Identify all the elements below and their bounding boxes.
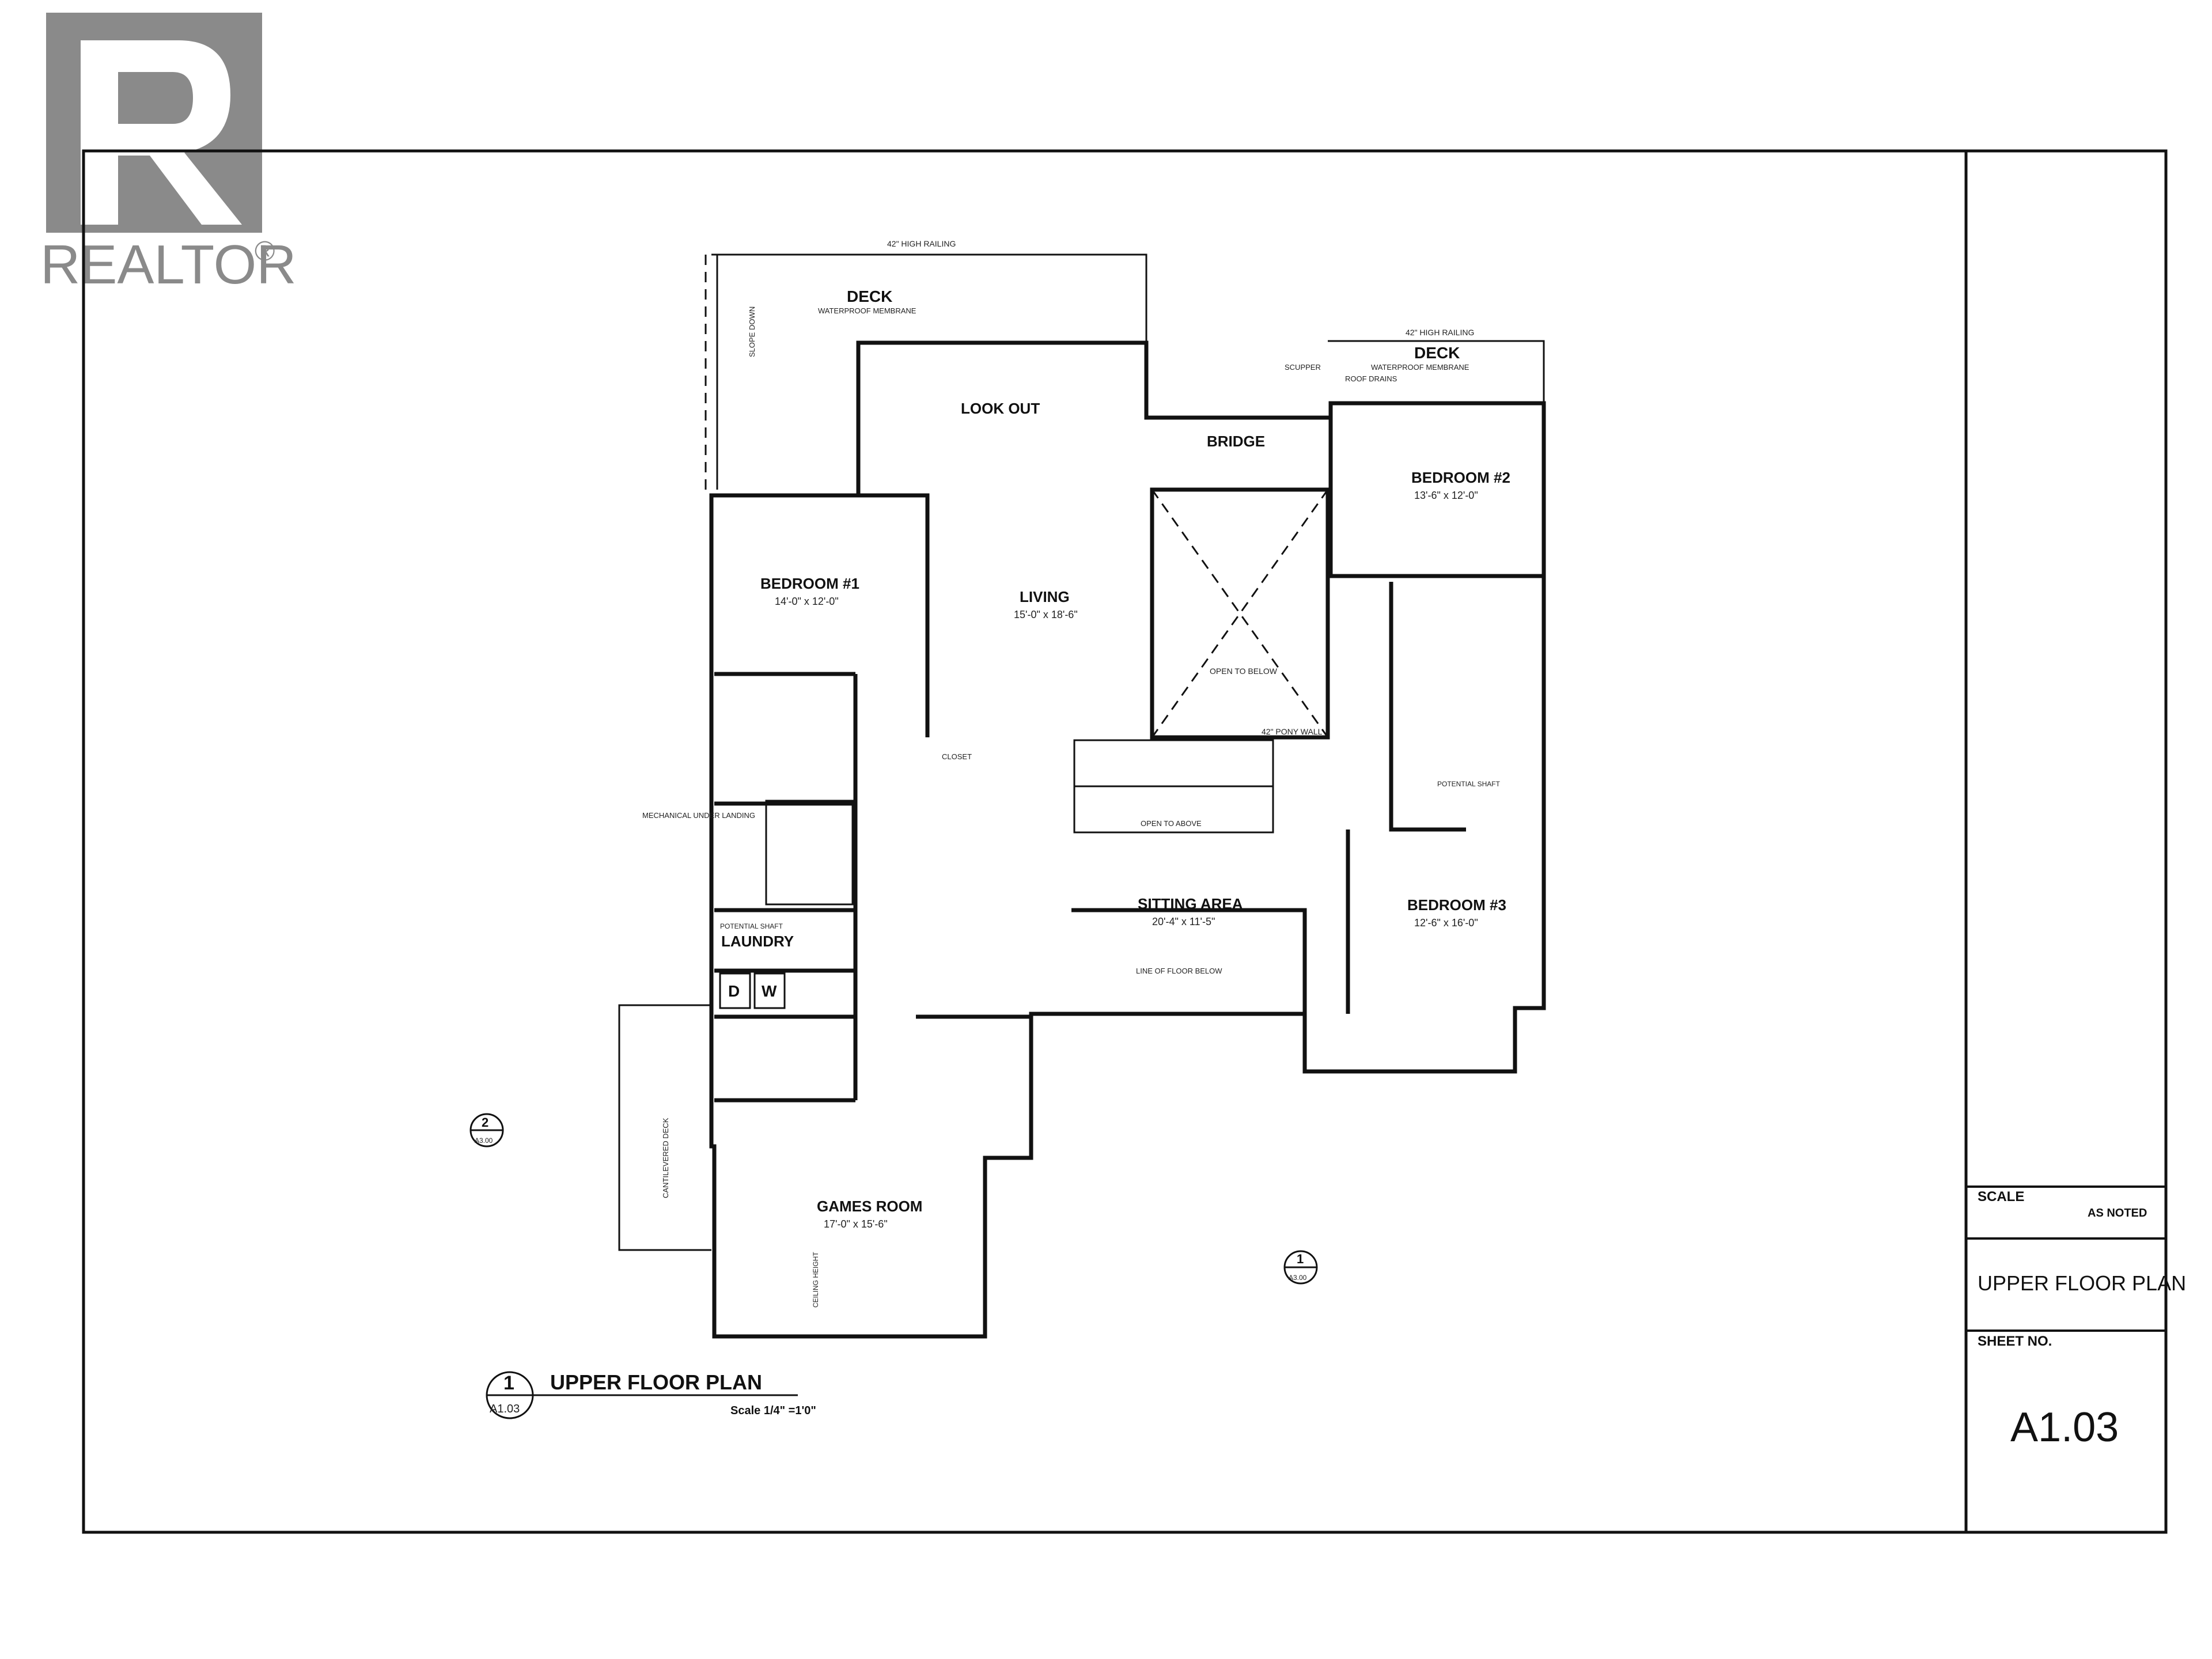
ceiling-height-label: CEILING HEIGHT bbox=[812, 1252, 820, 1308]
potential-shaft-label: POTENTIAL SHAFT bbox=[720, 922, 783, 930]
laundry-appliances: D W bbox=[719, 972, 786, 1009]
room-bedroom1: BEDROOM #1 bbox=[760, 575, 859, 592]
deck-left: 42" HIGH RAILING DECK WATERPROOF MEMBRAN… bbox=[704, 239, 1147, 490]
plan-title-number: 1 bbox=[503, 1372, 514, 1394]
room-bridge: BRIDGE bbox=[1207, 433, 1265, 450]
stair-west: MECHANICAL UNDER LANDING bbox=[642, 800, 854, 906]
svg-text:2: 2 bbox=[482, 1115, 488, 1130]
section-marker-2: 2 A3.00 bbox=[469, 1113, 504, 1147]
realtor-logo: REALTOR ® bbox=[40, 13, 297, 296]
room-sitting-size: 20'-4" x 11'-5" bbox=[1152, 916, 1215, 927]
deck-right-note: WATERPROOF MEMBRANE bbox=[1371, 363, 1469, 372]
open-to-below: OPEN TO BELOW 42" PONY WALL bbox=[1151, 488, 1329, 738]
room-bedroom2: BEDROOM #2 bbox=[1411, 469, 1510, 486]
drawing-title: UPPER FLOOR PLAN bbox=[1978, 1271, 2186, 1295]
interior-walls bbox=[714, 418, 1544, 1103]
line-floor-below-label: LINE OF FLOOR BELOW bbox=[1136, 967, 1222, 975]
deck-left-title: DECK bbox=[847, 287, 892, 305]
scale-value: AS NOTED bbox=[2088, 1207, 2147, 1219]
open-to-below-label: OPEN TO BELOW bbox=[1210, 666, 1278, 676]
room-games: GAMES ROOM bbox=[817, 1198, 922, 1215]
room-look-out: LOOK OUT bbox=[961, 400, 1040, 417]
room-sitting: SITTING AREA bbox=[1138, 895, 1243, 912]
sheet-number: A1.03 bbox=[2010, 1404, 2119, 1450]
misc-labels: CLOSET POTENTIAL SHAFT POTENTIAL SHAFT L… bbox=[661, 752, 1501, 1308]
dryer-label: D bbox=[728, 982, 740, 1000]
plan-title-scale: Scale 1/4" =1'0" bbox=[730, 1404, 816, 1417]
room-laundry: LAUNDRY bbox=[721, 933, 794, 950]
room-bedroom1-size: 14'-0" x 12'-0" bbox=[775, 596, 839, 607]
plan-title: 1 A1.03 UPPER FLOOR PLAN Scale 1/4" =1'0… bbox=[486, 1370, 816, 1419]
svg-text:1: 1 bbox=[1297, 1252, 1304, 1266]
deck-left-railing: 42" HIGH RAILING bbox=[887, 239, 956, 248]
svg-text:A3.00: A3.00 bbox=[475, 1137, 493, 1145]
sheet-border bbox=[82, 149, 2168, 1534]
sheet-number-label: SHEET NO. bbox=[1978, 1334, 2052, 1349]
open-to-above-label: OPEN TO ABOVE bbox=[1141, 819, 1202, 828]
potential-shaft-label-east: POTENTIAL SHAFT bbox=[1437, 780, 1501, 788]
room-living: LIVING bbox=[1020, 588, 1070, 605]
deck-left-slope: SLOPE DOWN bbox=[748, 306, 756, 357]
deck-right-railing: 42" HIGH RAILING bbox=[1406, 328, 1474, 337]
room-living-size: 15'-0" x 18'-6" bbox=[1014, 609, 1078, 620]
pony-wall-label: 42" PONY WALL bbox=[1262, 727, 1323, 736]
closet-label-living: CLOSET bbox=[942, 752, 972, 761]
svg-text:A3.00: A3.00 bbox=[1289, 1274, 1307, 1282]
deck-left-note: WATERPROOF MEMBRANE bbox=[818, 306, 916, 315]
cantilevered-deck-label: CANTILEVERED DECK bbox=[661, 1118, 670, 1198]
scale-label: SCALE bbox=[1978, 1189, 2024, 1205]
stair-main: OPEN TO ABOVE bbox=[1073, 739, 1274, 834]
section-marker-1: 1 A3.00 bbox=[1283, 1250, 1318, 1285]
deck-right: 42" HIGH RAILING DECK WATERPROOF MEMBRAN… bbox=[1285, 328, 1545, 403]
plan-title-text: UPPER FLOOR PLAN bbox=[550, 1370, 762, 1394]
room-bedroom3-size: 12'-6" x 16'-0" bbox=[1414, 917, 1478, 929]
washer-label: W bbox=[762, 982, 777, 1000]
deck-right-title: DECK bbox=[1414, 344, 1460, 362]
deck-right-scupper: SCUPPER bbox=[1285, 363, 1321, 372]
room-labels: LOOK OUT BRIDGE LIVING 15'-0" x 18'-6" B… bbox=[721, 400, 1510, 1230]
title-block: SCALE AS NOTED UPPER FLOOR PLAN SHEET NO… bbox=[1966, 1185, 2186, 1450]
room-bedroom2-size: 13'-6" x 12'-0" bbox=[1414, 490, 1478, 501]
cantilevered-deck bbox=[618, 1004, 711, 1251]
room-bedroom3: BEDROOM #3 bbox=[1407, 896, 1506, 914]
plan-title-sheet-ref: A1.03 bbox=[490, 1403, 520, 1415]
mechanical-label: MECHANICAL UNDER LANDING bbox=[642, 811, 755, 820]
deck-right-roof-drains: ROOF DRAINS bbox=[1345, 374, 1397, 383]
room-games-size: 17'-0" x 15'-6" bbox=[824, 1218, 888, 1230]
realtor-registered-mark: ® bbox=[255, 236, 275, 267]
